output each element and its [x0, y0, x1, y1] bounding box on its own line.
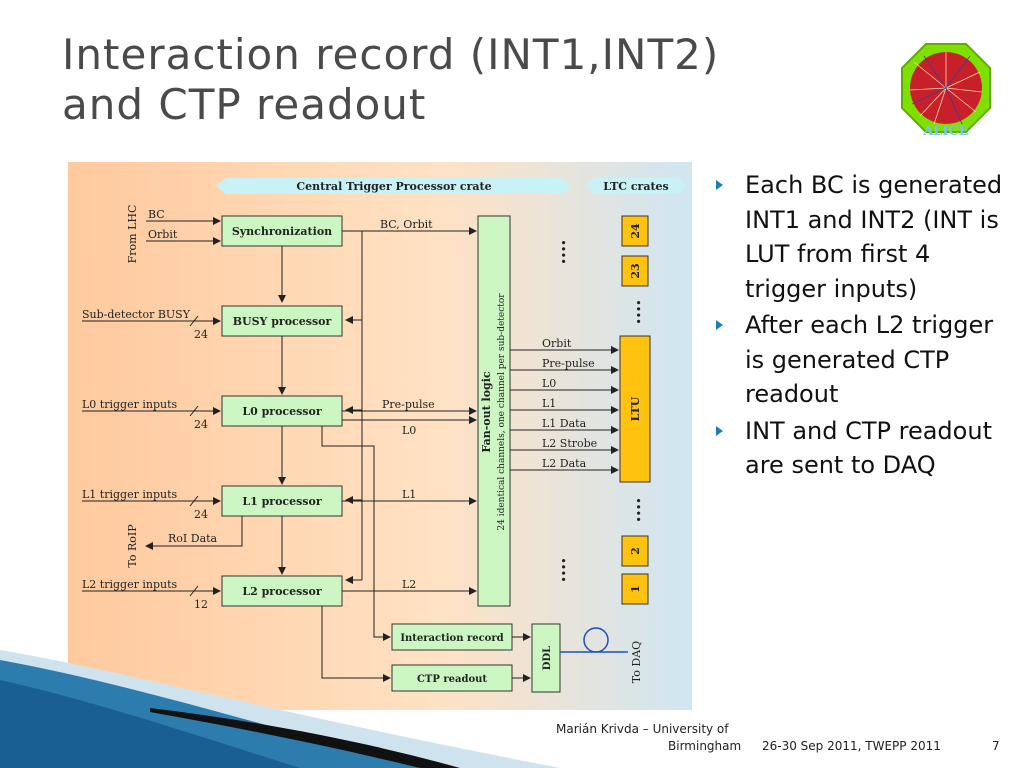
footer-author: Marián Krivda – University of — [556, 722, 729, 736]
subdet-busy-label: Sub-detector BUSY — [82, 308, 191, 321]
decorative-swoosh — [0, 650, 560, 768]
bullet-list: Each BC is generated INT1 and INT2 (INT … — [712, 168, 1012, 485]
alice-logo-text: ALICE — [922, 124, 969, 138]
l2-signal-label: L2 — [402, 578, 416, 591]
l1-label: L1 processor — [242, 495, 321, 508]
triangle-bullet-icon — [716, 320, 723, 330]
busy-width-label: 24 — [194, 328, 208, 341]
title-line-2: and CTP readout — [62, 80, 427, 129]
crate-2-box — [621, 535, 649, 567]
footer-affiliation: Birmingham — [668, 739, 742, 753]
ltu-signal-orbit: Orbit — [542, 337, 572, 350]
crate-23-box — [621, 255, 649, 287]
triangle-bullet-icon — [716, 425, 723, 436]
ctp-crate-label: Central Trigger Processor crate — [296, 180, 491, 193]
ddl-label: DDL — [542, 646, 553, 670]
roi-data-label: RoI Data — [168, 532, 218, 545]
l0-signal-label: L0 — [402, 424, 416, 437]
ltu-signal-l2-data: L2 Data — [542, 457, 587, 470]
l2-inputs-label: L2 trigger inputs — [82, 578, 177, 591]
busy-label: BUSY processor — [233, 315, 332, 328]
alice-logo: ALICE — [901, 43, 991, 138]
ltu-signal-prepulse: Pre-pulse — [542, 357, 595, 370]
dots-upper-right: .... — [624, 299, 645, 324]
ltc-crates-banner — [586, 178, 686, 194]
ltu-signal-l1-data: L1 Data — [542, 417, 587, 430]
ltu-signal-lines — [510, 346, 619, 474]
crate-24-label: 24 — [629, 223, 642, 239]
triangle-bullet-icon — [716, 180, 723, 190]
fanout-box — [477, 215, 511, 607]
fanout-label: Fan-out logic — [480, 371, 493, 453]
from-lhc-label: From LHC — [126, 205, 139, 264]
fanout-sublabel: 24 identical channels, one channel per s… — [497, 293, 507, 531]
bc-orbit-label: BC, Orbit — [380, 218, 433, 231]
ltu-box — [619, 335, 651, 483]
crate-1-label: 1 — [629, 585, 642, 593]
footer-event: 26-30 Sep 2011, TWEPP 2011 — [762, 739, 941, 753]
ltu-label: LTU — [629, 396, 642, 421]
busy-box — [221, 305, 343, 337]
to-roip-label: To RoIP — [126, 524, 139, 568]
l2-box — [221, 575, 343, 607]
bullet-text: Each BC is generated INT1 and INT2 (INT … — [745, 171, 1003, 303]
ltc-crates-label: LTC crates — [603, 180, 669, 193]
ltu-signal-l0: L0 — [542, 377, 556, 390]
bullet-item: After each L2 trigger is generated CTP r… — [712, 308, 1012, 412]
sync-label: Synchronization — [232, 225, 332, 238]
l2-width-label: 12 — [194, 598, 208, 611]
ctp-readout-label: CTP readout — [417, 674, 487, 685]
int-record-label: Interaction record — [400, 633, 503, 644]
crate-1-box — [621, 573, 649, 605]
dots-upper-left: .... — [549, 239, 570, 264]
ltu-signal-l2-strobe: L2 Strobe — [542, 437, 597, 450]
footer-page-number: 7 — [992, 739, 1000, 753]
ctp-block-diagram: Central Trigger Processor crate LTC crat… — [68, 162, 692, 710]
to-daq-label: To DAQ — [630, 641, 643, 683]
l0-width-label: 24 — [194, 418, 208, 431]
prepulse-label: Pre-pulse — [382, 398, 435, 411]
bullet-text: INT and CTP readout are sent to DAQ — [745, 416, 992, 480]
crate-24-box — [621, 215, 649, 247]
title-line-1: Interaction record (INT1,INT2) — [62, 30, 720, 79]
l2-label: L2 processor — [242, 585, 321, 598]
l0-label: L0 processor — [242, 405, 321, 418]
bullet-item: Each BC is generated INT1 and INT2 (INT … — [712, 168, 1012, 306]
crate-2-label: 2 — [629, 547, 642, 555]
dots-lower-left: .... — [549, 557, 570, 582]
ltu-signal-l1: L1 — [542, 397, 556, 410]
fiber-loop-icon — [583, 627, 609, 653]
ctp-crate-banner — [216, 178, 572, 194]
l1-width-label: 24 — [194, 508, 208, 521]
l1-inputs-label: L1 trigger inputs — [82, 488, 177, 501]
orbit-label: Orbit — [148, 228, 178, 241]
bullet-item: INT and CTP readout are sent to DAQ — [712, 414, 1012, 483]
dots-lower-right: .... — [624, 497, 645, 522]
l1-signal-label: L1 — [402, 488, 416, 501]
slide-title: Interaction record (INT1,INT2) and CTP r… — [62, 30, 862, 130]
crate-23-label: 23 — [629, 263, 642, 278]
l0-inputs-label: L0 trigger inputs — [82, 398, 177, 411]
ddl-box — [531, 623, 561, 693]
bullet-text: After each L2 trigger is generated CTP r… — [745, 311, 994, 408]
bc-label: BC — [148, 208, 165, 221]
